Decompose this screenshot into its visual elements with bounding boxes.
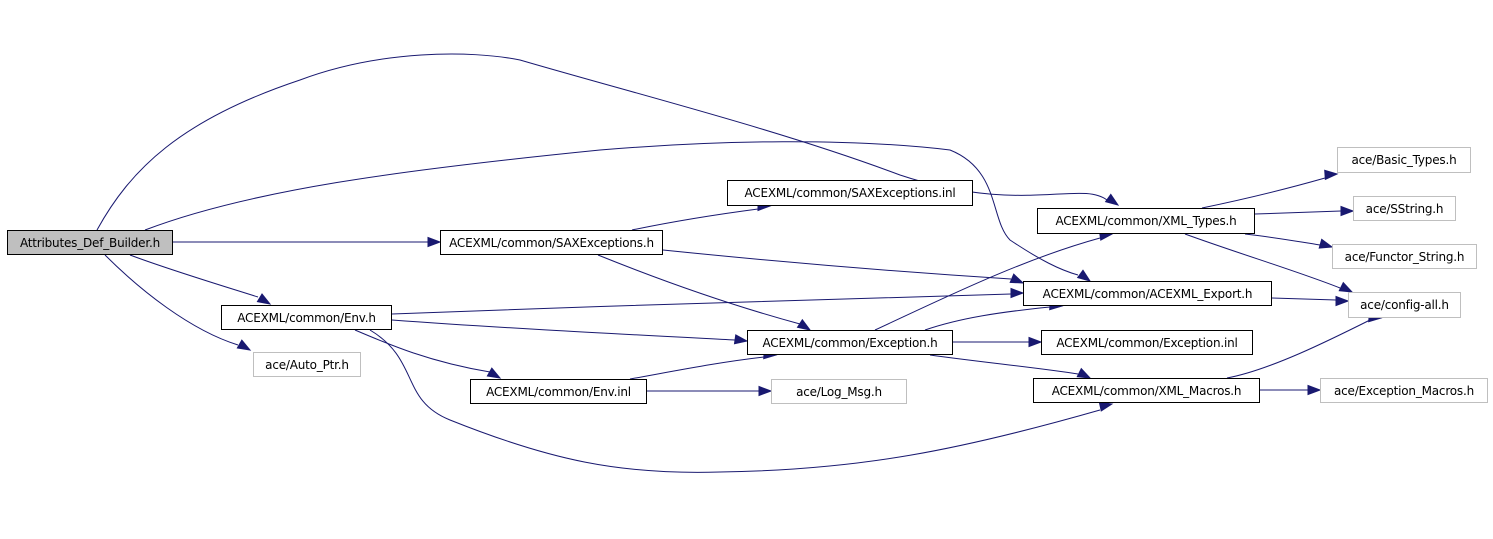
node-functor-string-h[interactable]: ace/Functor_String.h [1332,244,1477,269]
node-label: ace/Auto_Ptr.h [265,357,349,372]
edge-xmltypes-to-functor [1244,233,1321,246]
edge-envinl-to-exch [629,356,765,380]
arrowhead-saxh-to-exch [796,318,812,331]
arrowhead-xmltypes-to-functor [1318,238,1334,249]
node-log-msg-h[interactable]: ace/Log_Msg.h [771,379,907,404]
edge-saxh-to-exch [597,254,801,325]
node-label: ACEXML/common/SAXExceptions.inl [744,186,956,200]
node-acexml-export-h[interactable]: ACEXML/common/ACEXML_Export.h [1023,281,1272,306]
edge-exch-to-xmltypes [874,237,1101,331]
node-label: ace/Log_Msg.h [796,384,882,399]
node-saxexceptions-inl[interactable]: ACEXML/common/SAXExceptions.inl [727,180,973,206]
node-env-inl[interactable]: ACEXML/common/Env.inl [470,379,647,404]
edge-root-to-envh [129,254,259,298]
node-label: ACEXML/common/XML_Macros.h [1051,383,1242,398]
edge-envh-to-exch [391,319,736,341]
node-label: ACEXML/common/Env.h [237,310,376,325]
node-config-all-h[interactable]: ace/config-all.h [1348,292,1461,318]
edge-envh-to-envinl [354,329,491,373]
arrowhead-xmltypes-to-basictypes [1324,169,1339,181]
arrowhead-root-to-export [1076,269,1092,282]
node-label: ace/Basic_Types.h [1351,153,1457,167]
node-label: ACEXML/common/Env.inl [486,384,631,399]
node-label: ACEXML/common/XML_Types.h [1055,214,1237,228]
edge-export-to-configall [1271,297,1337,301]
arrowhead-xmltypes-to-sstring [1340,205,1355,217]
arrowhead-envinl-to-logmsg [758,385,773,397]
node-label: Attributes_Def_Builder.h [19,235,161,250]
node-label: ACEXML/common/ACEXML_Export.h [1042,286,1253,301]
arrowhead-root-to-xmltypes [1104,193,1120,206]
edge-exch-to-export [924,306,1051,331]
node-label: ACEXML/common/Exception.inl [1056,335,1238,350]
node-label: ace/Functor_String.h [1344,249,1465,264]
node-xml-types-h[interactable]: ACEXML/common/XML_Types.h [1037,208,1255,234]
edge-xmltypes-to-sstring [1254,210,1342,215]
arrowhead-xmltypes-to-configall [1338,281,1354,293]
arrowhead-saxh-to-export [1009,273,1025,284]
arrowhead-envh-to-exch [733,334,749,345]
edge-saxh-to-saxinl [631,208,759,231]
node-label: ACEXML/common/SAXExceptions.h [449,235,654,250]
node-saxexceptions-h[interactable]: ACEXML/common/SAXExceptions.h [440,230,663,255]
node-label: ACEXML/common/Exception.h [762,335,938,350]
node-exception-macros-h[interactable]: ace/Exception_Macros.h [1320,378,1488,403]
edge-root-to-export [144,141,1079,276]
edge-root-to-xmltypes [96,53,1108,231]
node-label: ace/Exception_Macros.h [1333,383,1475,398]
edge-saxh-to-export [662,249,1012,280]
edge-envh-to-xmlmacros [369,329,1101,473]
arrowhead-root-to-saxh [427,236,442,248]
edge-xmltypes-to-basictypes [1201,177,1326,209]
node-label: ace/config-all.h [1360,298,1449,312]
node-attributes-def-builder[interactable]: Attributes_Def_Builder.h [7,230,173,255]
edge-root-to-autoptr [104,254,239,346]
arrowhead-root-to-envh [256,293,272,305]
node-xml-macros-h[interactable]: ACEXML/common/XML_Macros.h [1033,378,1260,403]
node-auto-ptr-h[interactable]: ace/Auto_Ptr.h [253,352,361,377]
edge-xmlmacros-to-configall [1226,319,1371,379]
arrowhead-envh-to-envinl [486,367,502,379]
node-sstring-h[interactable]: ace/SString.h [1353,196,1456,221]
node-env-h[interactable]: ACEXML/common/Env.h [221,305,392,330]
node-label: ace/SString.h [1365,201,1444,216]
node-exception-h[interactable]: ACEXML/common/Exception.h [747,330,953,355]
arrowhead-exch-to-xmlmacros [1076,367,1092,379]
arrowhead-root-to-autoptr [236,339,252,351]
edge-exch-to-xmlmacros [929,354,1079,375]
arrowhead-envh-to-export [1010,287,1025,299]
arrowhead-envh-to-xmlmacros [1098,401,1114,412]
node-basic-types-h[interactable]: ace/Basic_Types.h [1337,147,1471,173]
arrowhead-export-to-configall [1335,295,1350,307]
arrowhead-exch-to-excinl [1028,336,1043,348]
node-exception-inl[interactable]: ACEXML/common/Exception.inl [1041,330,1253,355]
arrowhead-xmlmacros-to-excmacros [1307,384,1322,396]
edge-xmltypes-to-configall [1184,233,1341,289]
edge-envh-to-export [391,293,1012,315]
